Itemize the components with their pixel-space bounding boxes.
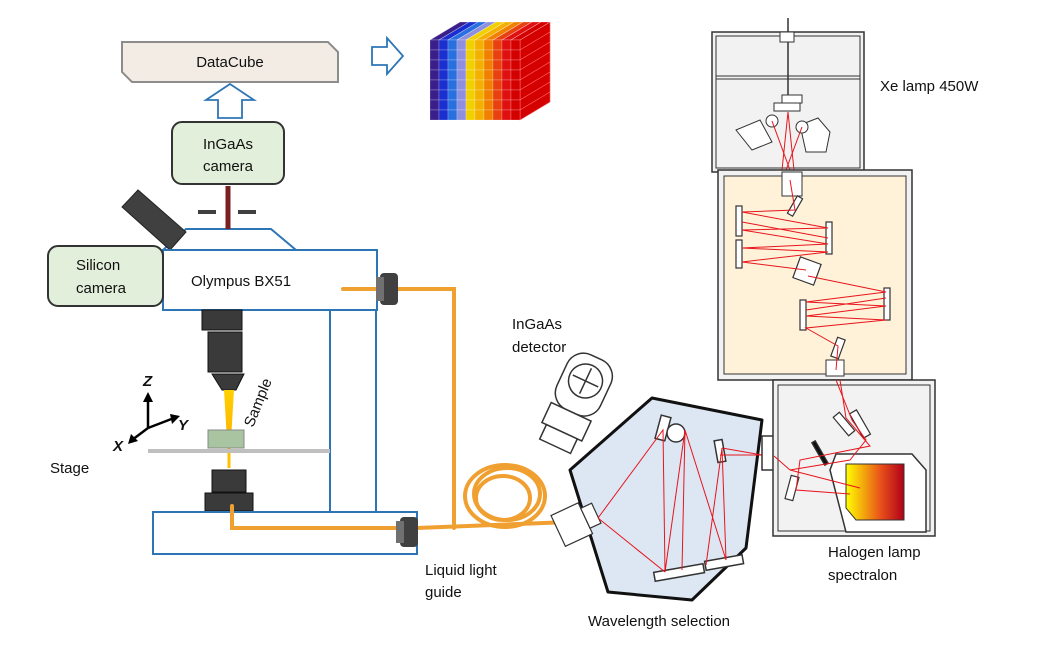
silicon-camera-label-2: camera (76, 280, 127, 297)
hollow-arrow-up-icon (203, 82, 257, 119)
xe-lamp-label: Xe lamp 450W (880, 78, 979, 95)
condenser-upper (211, 469, 247, 493)
axis-x-label: X (112, 438, 124, 455)
halogen-beams (773, 379, 871, 495)
halogen-lamp-label-2: spectralon (828, 567, 897, 584)
ingaas-detector-label-1: InGaAs (512, 316, 562, 333)
datacube-box: DataCube (121, 41, 339, 83)
illumination-beam (224, 390, 234, 440)
sample-label: Sample (241, 376, 276, 430)
halogen-lamp-label-1: Halogen lamp (828, 544, 921, 561)
liquid-light-guide-label-2: guide (425, 584, 462, 601)
microscope-pillar (329, 281, 377, 513)
xe-beams (771, 111, 803, 171)
guide-connector-top (376, 273, 398, 305)
ingaas-detector (538, 352, 614, 455)
axis-y-label: Y (178, 417, 190, 434)
datacube-label: DataCube (196, 54, 264, 71)
ingaas-camera-label-1: InGaAs (203, 136, 253, 153)
camera-mount (198, 186, 256, 229)
monochromator-beams (597, 428, 769, 573)
liquid-light-guide-label-1: Liquid light (425, 562, 498, 579)
folding-optics-box (717, 169, 913, 381)
wavelength-selection-label: Wavelength selection (588, 613, 730, 630)
objective-upper (201, 309, 243, 331)
condenser-lower (204, 492, 254, 512)
entrance-slit (550, 502, 602, 548)
objective-tip (211, 373, 245, 391)
silicon-camera-box: Silicon camera (47, 245, 164, 307)
exit-port (761, 435, 775, 471)
silicon-camera-label-1: Silicon (76, 257, 120, 274)
xyz-axes-icon: Z Y X (112, 373, 190, 455)
guide-connector-bottom (396, 517, 418, 547)
hollow-arrow-right-icon (371, 35, 405, 77)
halogen-lamp-box (772, 379, 936, 537)
microscope-base (152, 511, 418, 555)
objective-lower (207, 331, 243, 373)
stage-label: Stage (50, 460, 89, 477)
sample-slide (207, 429, 245, 449)
monochromator (550, 396, 775, 602)
ingaas-camera-box: InGaAs camera (171, 121, 285, 185)
microscope: Olympus BX51 (121, 189, 418, 555)
axis-z-label: Z (142, 373, 153, 390)
hyperspectral-cube-icon (428, 21, 552, 121)
xe-lamp-box (711, 18, 865, 173)
folding-beams (741, 179, 887, 371)
ingaas-camera-label-2: camera (203, 158, 254, 175)
silicon-camera-tube (121, 189, 187, 251)
ingaas-detector-label-2: detector (512, 339, 566, 356)
microscope-label: Olympus BX51 (191, 273, 291, 290)
